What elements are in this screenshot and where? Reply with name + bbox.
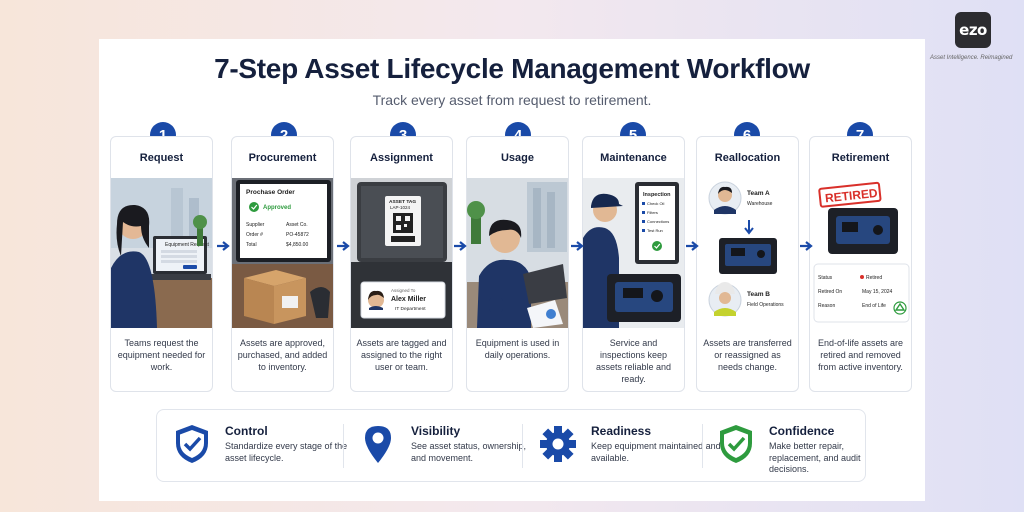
svg-text:Connections: Connections xyxy=(647,219,669,224)
page-title: 7-Step Asset Lifecycle Management Workfl… xyxy=(214,53,810,84)
svg-text:Filters: Filters xyxy=(647,210,658,215)
step-card-assignment: Assignment ASSET TAG LAP-1024 xyxy=(350,136,453,392)
screen-label: Equipment Request xyxy=(165,242,210,248)
svg-text:May 15, 2024: May 15, 2024 xyxy=(862,289,893,295)
divider xyxy=(343,424,344,468)
svg-text:Retired: Retired xyxy=(866,275,882,281)
brand-tagline: Asset Intelligence. Reimagined xyxy=(930,55,1013,61)
benefit-description: Make better repair, replacement, and aud… xyxy=(769,441,861,474)
benefit-title: Visibility xyxy=(411,424,461,438)
assignment-illustration: ASSET TAG LAP-1024 Assigned To Alex Mill… xyxy=(351,178,452,328)
request-illustration: Equipment Request xyxy=(111,178,212,328)
svg-text:Check Oil: Check Oil xyxy=(647,201,664,206)
team-a-location: Warehouse xyxy=(747,201,773,207)
team-b-name: Team B xyxy=(747,291,770,298)
team-a-name: Team A xyxy=(747,190,770,197)
arrow-right-icon xyxy=(686,241,699,251)
step-card-request: Request Equipment Request xyxy=(110,136,213,392)
step-description: Assets are transferred or reassigned as … xyxy=(703,338,792,372)
usage-illustration xyxy=(467,178,568,328)
assignee-name: Alex Miller xyxy=(391,296,426,303)
gear-icon xyxy=(540,426,576,462)
step-card-retirement: Retirement RETIRED Status Retired Retire… xyxy=(809,136,912,392)
step-card-usage: Usage Equipment is used in daily operati… xyxy=(466,136,569,392)
svg-text:$4,850.00: $4,850.00 xyxy=(286,242,308,248)
location-pin-icon xyxy=(365,426,391,463)
benefit-readiness: Readiness Keep equipment maintained and … xyxy=(539,410,721,483)
checklist-heading: Inspection xyxy=(643,192,671,198)
step-card-procurement: Procurement Prochase Order Approved Supp… xyxy=(231,136,334,392)
step-card-reallocation: Reallocation Team A Warehouse Team B xyxy=(696,136,799,392)
tag-code: LAP-1024 xyxy=(390,205,411,210)
arrow-right-icon xyxy=(800,241,813,251)
step-title: Assignment xyxy=(370,152,433,164)
benefit-title: Readiness xyxy=(591,424,652,438)
benefit-control: Control Standardize every stage of the a… xyxy=(173,410,347,483)
benefit-description: Standardize every stage of the asset lif… xyxy=(225,441,348,463)
maintenance-illustration: Inspection Check Oil Filters Connections… xyxy=(583,178,684,328)
step-title: Usage xyxy=(500,152,535,164)
arrow-right-icon xyxy=(454,241,467,251)
reallocation-illustration: Team A Warehouse Team B Field Operations xyxy=(697,178,798,328)
divider xyxy=(522,424,523,468)
shield-check-icon xyxy=(176,425,208,463)
svg-text:Order #: Order # xyxy=(246,232,263,238)
step-description: Teams request the equipment needed for w… xyxy=(117,338,206,372)
benefit-title: Control xyxy=(225,424,268,438)
benefit-description: Keep equipment maintained and available. xyxy=(591,441,721,463)
svg-text:Total: Total xyxy=(246,242,257,248)
svg-text:Test Run: Test Run xyxy=(647,228,663,233)
step-description: Equipment is used in daily operations. xyxy=(475,338,560,360)
svg-text:Supplier: Supplier xyxy=(246,222,265,228)
assignee-department: IT Department xyxy=(395,306,426,312)
svg-text:Retired On: Retired On xyxy=(818,289,842,295)
step-description: Assets are approved, purchased, and adde… xyxy=(237,338,328,372)
benefit-title: Confidence xyxy=(769,424,835,438)
arrow-right-icon xyxy=(217,241,230,251)
benefits-strip: Control Standardize every stage of the a… xyxy=(156,409,866,482)
step-title: Retirement xyxy=(831,152,890,164)
benefit-confidence: Confidence Make better repair, replaceme… xyxy=(717,410,867,483)
step-card-maintenance: Maintenance Inspection Check Oil Filters… xyxy=(582,136,685,392)
svg-text:Status: Status xyxy=(818,275,833,281)
svg-text:Asset Co.: Asset Co. xyxy=(286,222,308,228)
divider xyxy=(702,424,703,468)
benefit-description: See asset status, ownership, and movemen… xyxy=(411,441,527,463)
step-title: Procurement xyxy=(248,152,317,164)
infographic-panel: 7-Step Asset Lifecycle Management Workfl… xyxy=(99,39,925,501)
step-description: Service and inspections keep assets reli… xyxy=(595,338,672,384)
shield-check-green-icon xyxy=(720,425,752,463)
step-title: Maintenance xyxy=(600,152,667,164)
step-title: Request xyxy=(139,152,184,164)
svg-text:PO-45872: PO-45872 xyxy=(286,232,309,238)
assignee-caption: Assigned To xyxy=(391,288,416,293)
page-subtitle: Track every asset from request to retire… xyxy=(372,92,652,108)
arrow-right-icon xyxy=(571,241,584,251)
svg-text:Reason: Reason xyxy=(818,303,835,309)
team-b-location: Field Operations xyxy=(747,302,784,308)
po-heading: Prochase Order xyxy=(246,189,295,196)
step-title: Reallocation xyxy=(714,152,781,164)
tag-label: ASSET TAG xyxy=(389,199,416,205)
benefit-visibility: Visibility See asset status, ownership, … xyxy=(359,410,526,483)
svg-text:End of Life: End of Life xyxy=(862,303,886,309)
po-status: Approved xyxy=(263,205,291,211)
arrow-right-icon xyxy=(337,241,350,251)
ezo-logo: ezo xyxy=(955,12,991,48)
retired-stamp: RETIRED xyxy=(824,186,878,205)
procurement-illustration: Prochase Order Approved Supplier Asset C… xyxy=(232,178,333,328)
retirement-illustration: RETIRED Status Retired Retired On May 15… xyxy=(810,178,911,328)
step-description: End-of-life assets are retired and remov… xyxy=(817,338,904,372)
step-description: Assets are tagged and assigned to the ri… xyxy=(356,338,447,372)
